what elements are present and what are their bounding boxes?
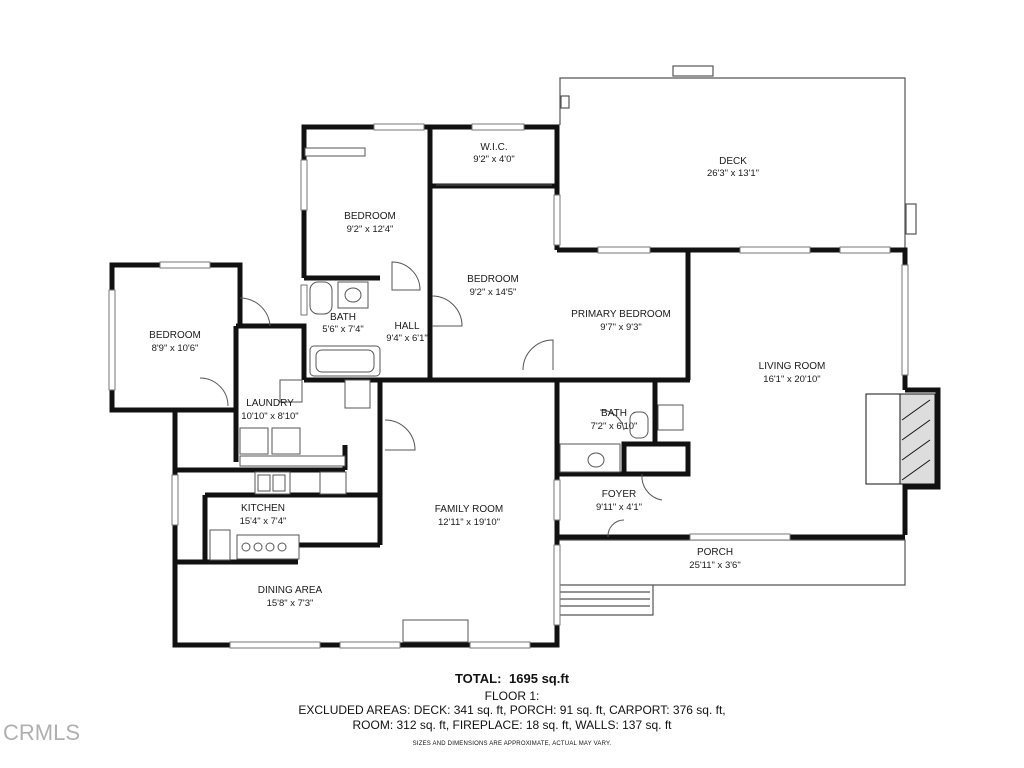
porch-outline	[558, 539, 906, 616]
bedroom-mid-dim: 9'2" x 14'5"	[470, 287, 517, 298]
living-room-name: LIVING ROOM	[759, 361, 826, 372]
excluded-areas-line-1: EXCLUDED AREAS: DECK: 341 sq. ft, PORCH:…	[298, 703, 726, 717]
wic-name: W.I.C.	[480, 142, 507, 153]
bedroom-left-dim: 8'9" x 10'6"	[152, 343, 199, 354]
wall-block	[621, 441, 691, 477]
laundry-dim: 10'10" x 8'10"	[241, 411, 298, 422]
door-swings	[199, 261, 663, 538]
dining-area-name: DINING AREA	[258, 585, 323, 596]
dining-area-dim: 15'8" x 7'3"	[267, 598, 314, 609]
total-value: 1695 sq.ft	[509, 671, 570, 686]
deck-name: DECK	[719, 156, 747, 167]
kitchen-dim: 15'4" x 7'4"	[240, 516, 287, 527]
fireplace	[865, 393, 936, 485]
foyer-name: FOYER	[602, 489, 636, 500]
deck-outline	[559, 65, 917, 248]
family-room-dim: 12'11" x 19'10"	[438, 517, 500, 528]
crmls-watermark: CRMLS	[3, 720, 81, 745]
hall-dim: 9'4" x 6'1"	[386, 333, 428, 344]
foyer-dim: 9'11" x 4'1"	[596, 502, 642, 513]
bath-right-name: BATH	[601, 408, 627, 419]
bedroom-top-name: BEDROOM	[344, 211, 396, 222]
exterior-walls	[109, 124, 941, 648]
wic-dim: 9'2" x 4'0"	[473, 154, 515, 165]
bath-left-dim: 5'6" x 7'4"	[322, 324, 364, 335]
bedroom-left-name: BEDROOM	[149, 330, 201, 341]
porch-name: PORCH	[697, 547, 733, 558]
floor-label: FLOOR 1:	[484, 689, 540, 703]
bedroom-top-dim: 9'2" x 12'4"	[347, 224, 394, 235]
hall-name: HALL	[394, 321, 419, 332]
living-room-dim: 16'1" x 20'10"	[763, 374, 820, 385]
family-room-name: FAMILY ROOM	[435, 504, 504, 515]
room-labels: W.I.C. 9'2" x 4'0" DECK 26'3" x 13'1" BE…	[149, 142, 825, 609]
deck-dim: 26'3" x 13'1"	[707, 168, 759, 179]
excluded-areas-line-2: ROOM: 312 sq. ft, FIREPLACE: 18 sq. ft, …	[352, 718, 672, 732]
windows	[108, 123, 909, 649]
bath-right-dim: 7'2" x 6'10"	[591, 421, 638, 432]
total-area: TOTAL: 1695 sq.ft	[0, 671, 1024, 686]
primary-bedroom-dim: 9'7" x 9'3"	[600, 322, 642, 333]
porch-dim: 25'11" x 3'6"	[689, 560, 740, 571]
fixtures	[209, 147, 684, 643]
kitchen-name: KITCHEN	[241, 503, 285, 514]
floor-plan: W.I.C. 9'2" x 4'0" DECK 26'3" x 13'1" BE…	[108, 65, 941, 649]
total-label: TOTAL:	[454, 671, 502, 686]
primary-bedroom-name: PRIMARY BEDROOM	[571, 309, 671, 320]
bath-left-name: BATH	[330, 312, 356, 323]
bedroom-mid-name: BEDROOM	[467, 274, 519, 285]
laundry-name: LAUNDRY	[246, 398, 294, 409]
disclaimer: SIZES AND DIMENSIONS ARE APPROXIMATE, AC…	[412, 741, 612, 747]
